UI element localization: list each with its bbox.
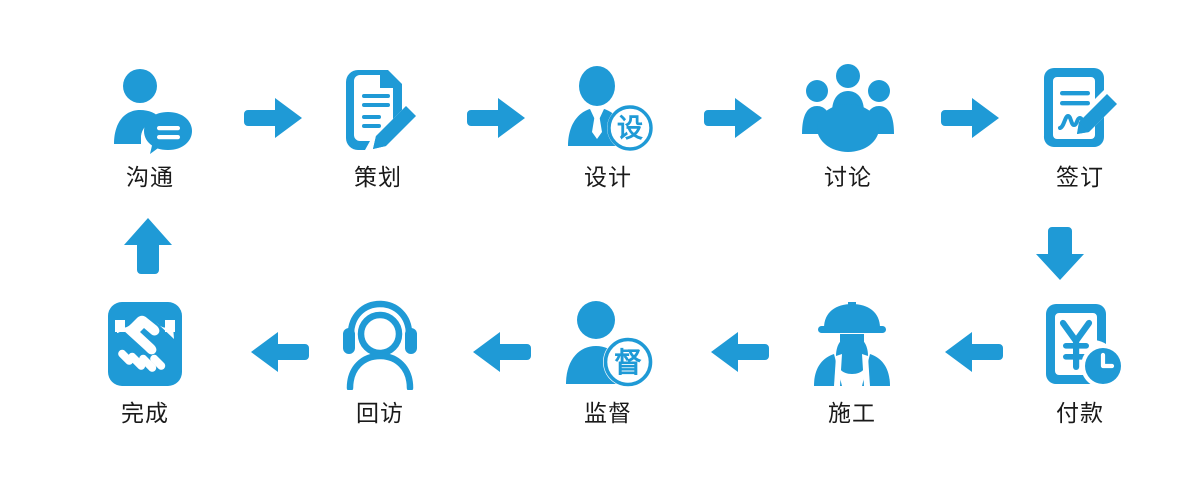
person-badge-du-icon: 督 [558, 296, 658, 392]
step-label: 策划 [354, 164, 402, 190]
step-5-contract-signing[interactable]: 签订 [1000, 60, 1160, 189]
step-label: 讨论 [824, 164, 872, 190]
contract-signature-pen-icon [1030, 60, 1130, 156]
arrow-right-icon [695, 88, 775, 148]
headset-support-person-icon [330, 296, 430, 392]
step-1-communication[interactable]: 沟通 [70, 60, 230, 189]
step-label: 设计 [584, 164, 632, 190]
badge-text: 设 [617, 113, 643, 143]
arrow-left-icon [238, 322, 318, 382]
arrow-right-icon [458, 88, 538, 148]
step-label: 监督 [584, 400, 632, 426]
arrow-left-icon [932, 322, 1012, 382]
construction-worker-icon [802, 296, 902, 392]
group-meeting-icon [798, 60, 898, 156]
step-label: 回访 [356, 400, 404, 426]
step-9-follow-up-visit[interactable]: 回访 [300, 296, 460, 425]
step-10-completion[interactable]: 完成 [65, 296, 225, 425]
step-2-planning[interactable]: 策划 [298, 60, 458, 189]
arrow-up-icon [108, 216, 188, 278]
arrow-right-icon [932, 88, 1012, 148]
document-pencil-icon [328, 60, 428, 156]
step-8-supervision[interactable]: 督 监督 [528, 296, 688, 425]
step-4-discussion[interactable]: 讨论 [768, 60, 928, 189]
step-label: 完成 [121, 400, 169, 426]
arrow-left-icon [460, 322, 540, 382]
arrow-right-icon [235, 88, 315, 148]
step-label: 施工 [828, 400, 876, 426]
step-7-construction[interactable]: 施工 [772, 296, 932, 425]
handshake-square-icon [95, 296, 195, 392]
step-3-design[interactable]: 设 设计 [528, 60, 688, 189]
person-speech-bubble-icon [100, 60, 200, 156]
step-label: 签订 [1056, 164, 1104, 190]
yuan-invoice-clock-icon [1030, 296, 1130, 392]
person-tie-badge-she-icon: 设 [558, 60, 658, 156]
step-label: 付款 [1056, 400, 1104, 426]
step-6-payment[interactable]: 付款 [1000, 296, 1160, 425]
arrow-down-icon [1020, 222, 1100, 284]
step-label: 沟通 [126, 164, 174, 190]
badge-text: 督 [614, 347, 642, 378]
arrow-left-icon [698, 322, 778, 382]
